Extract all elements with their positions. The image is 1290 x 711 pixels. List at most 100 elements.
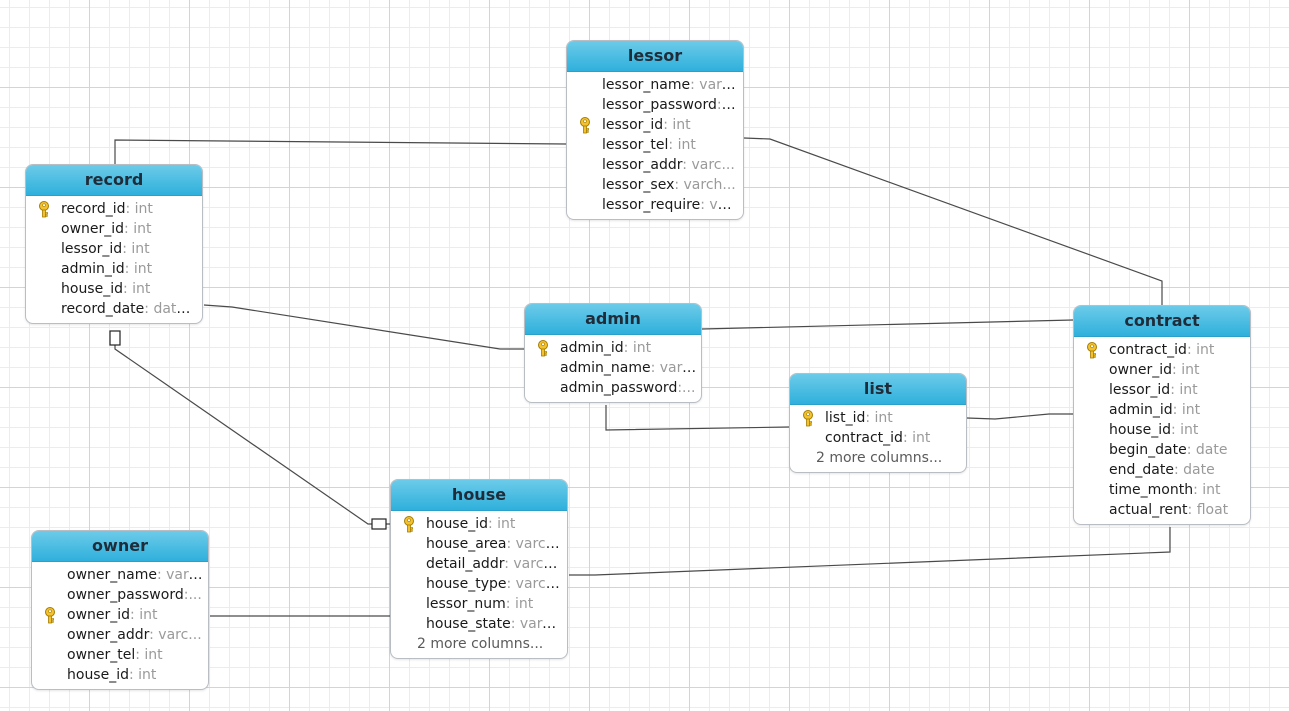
entity-title[interactable]: house bbox=[391, 480, 567, 511]
column-row[interactable]: lessor_id: int bbox=[26, 239, 202, 259]
column-name: lessor_num bbox=[426, 596, 506, 612]
column-row[interactable]: house_type: varch... bbox=[391, 574, 567, 594]
column-name: list_id bbox=[825, 410, 866, 426]
column-name: begin_date bbox=[1109, 442, 1187, 458]
column-type: : int bbox=[135, 647, 163, 663]
column-type: : int bbox=[124, 221, 152, 237]
column-name: lessor_addr bbox=[602, 157, 683, 173]
link-record-admin bbox=[203, 304, 524, 350]
column-row[interactable]: contract_id: int bbox=[790, 428, 966, 448]
column-name: lessor_tel bbox=[602, 137, 669, 153]
entity-title[interactable]: record bbox=[26, 165, 202, 196]
column-row[interactable]: record_date: date... bbox=[26, 299, 202, 319]
column-row[interactable]: lessor_sex: varch... bbox=[567, 175, 743, 195]
column-row[interactable]: lessor_id: int bbox=[567, 115, 743, 135]
column-row[interactable]: house_id: int bbox=[1074, 420, 1250, 440]
link-record-house bbox=[114, 334, 390, 525]
column-row[interactable]: house_id: int bbox=[391, 514, 567, 534]
more-columns-link[interactable]: 2 more columns... bbox=[417, 636, 544, 652]
primary-key-icon bbox=[42, 607, 58, 624]
column-type: : int bbox=[488, 516, 516, 532]
column-type: : int bbox=[505, 596, 534, 612]
column-row[interactable]: admin_password:... bbox=[525, 378, 701, 398]
column-list: owner_name: varc...owner_password:...own… bbox=[32, 562, 208, 689]
entity-title[interactable]: lessor bbox=[567, 41, 743, 72]
column-row[interactable]: admin_id: int bbox=[1074, 400, 1250, 420]
column-row[interactable]: list_id: int bbox=[790, 408, 966, 428]
column-row[interactable]: actual_rent: float bbox=[1074, 500, 1250, 520]
column-name: record_id bbox=[61, 201, 126, 217]
column-row[interactable]: house_area: varch... bbox=[391, 534, 567, 554]
column-row[interactable]: lessor_id: int bbox=[1074, 380, 1250, 400]
column-row[interactable]: time_month: int bbox=[1074, 480, 1250, 500]
column-name: lessor_id bbox=[602, 117, 664, 133]
column-type: : int bbox=[668, 137, 696, 153]
column-row[interactable]: owner_name: varc... bbox=[32, 565, 208, 585]
column-row[interactable]: owner_id: int bbox=[26, 219, 202, 239]
link-lessor-contract bbox=[743, 137, 1163, 305]
column-type: : int bbox=[1172, 402, 1201, 418]
column-type: : varch... bbox=[504, 556, 566, 572]
column-name: owner_addr bbox=[67, 627, 150, 643]
column-type: : int bbox=[124, 261, 153, 277]
column-row[interactable]: owner_tel: int bbox=[32, 645, 208, 665]
column-row[interactable]: contract_id: int bbox=[1074, 340, 1250, 360]
column-row[interactable]: end_date: date bbox=[1074, 460, 1250, 480]
column-row[interactable]: admin_name: varc... bbox=[525, 358, 701, 378]
entity-title[interactable]: contract bbox=[1074, 306, 1250, 337]
entity-title[interactable]: list bbox=[790, 374, 966, 405]
entity-title[interactable]: owner bbox=[32, 531, 208, 562]
column-type: : ... bbox=[716, 97, 740, 113]
entity-owner[interactable]: owner owner_name: varc...owner_password:… bbox=[31, 530, 209, 690]
link-end-house-marker bbox=[371, 518, 387, 530]
column-type: : date... bbox=[144, 301, 199, 317]
column-name: house_id bbox=[61, 281, 123, 297]
column-row[interactable]: lessor_addr: varc... bbox=[567, 155, 743, 175]
column-row[interactable]: owner_addr: varc... bbox=[32, 625, 208, 645]
column-type: : int bbox=[125, 201, 153, 217]
column-row[interactable]: owner_id: int bbox=[1074, 360, 1250, 380]
column-name: admin_id bbox=[560, 340, 624, 356]
column-name: house_id bbox=[1109, 422, 1171, 438]
column-row[interactable]: house_state: varc... bbox=[391, 614, 567, 634]
column-type: : int bbox=[902, 430, 931, 446]
more-columns-link[interactable]: 2 more columns... bbox=[816, 450, 943, 466]
column-row[interactable]: lessor_name: varc... bbox=[567, 75, 743, 95]
column-row[interactable]: detail_addr: varch... bbox=[391, 554, 567, 574]
column-row[interactable]: lessor_require: va... bbox=[567, 195, 743, 215]
column-name: lessor_id bbox=[61, 241, 123, 257]
column-type: : int bbox=[1186, 342, 1215, 358]
column-row[interactable]: lessor_password: ... bbox=[567, 95, 743, 115]
column-name: owner_id bbox=[61, 221, 125, 237]
link-record-lessor bbox=[114, 139, 567, 164]
column-row[interactable]: admin_id: int bbox=[26, 259, 202, 279]
column-row[interactable]: owner_password:... bbox=[32, 585, 208, 605]
column-row[interactable]: admin_id: int bbox=[525, 338, 701, 358]
column-row[interactable]: lessor_tel: int bbox=[567, 135, 743, 155]
column-row[interactable]: begin_date: date bbox=[1074, 440, 1250, 460]
column-row[interactable]: house_id: int bbox=[26, 279, 202, 299]
column-name: admin_name bbox=[560, 360, 651, 376]
entity-lessor[interactable]: lessor lessor_name: varc...lessor_passwo… bbox=[566, 40, 744, 220]
primary-key-icon bbox=[1084, 342, 1100, 359]
column-row[interactable]: record_id: int bbox=[26, 199, 202, 219]
column-type: : varch... bbox=[674, 177, 736, 193]
column-row[interactable]: house_id: int bbox=[32, 665, 208, 685]
column-type: : varc... bbox=[650, 360, 701, 376]
entity-title[interactable]: admin bbox=[525, 304, 701, 335]
column-row[interactable]: lessor_num: int bbox=[391, 594, 567, 614]
primary-key-icon bbox=[577, 117, 593, 134]
link-list-contract bbox=[966, 413, 1073, 420]
column-list: lessor_name: varc...lessor_password: ...… bbox=[567, 72, 743, 219]
column-type: : varc... bbox=[510, 616, 564, 632]
column-row[interactable]: owner_id: int bbox=[32, 605, 208, 625]
link-admin-list bbox=[605, 405, 790, 431]
